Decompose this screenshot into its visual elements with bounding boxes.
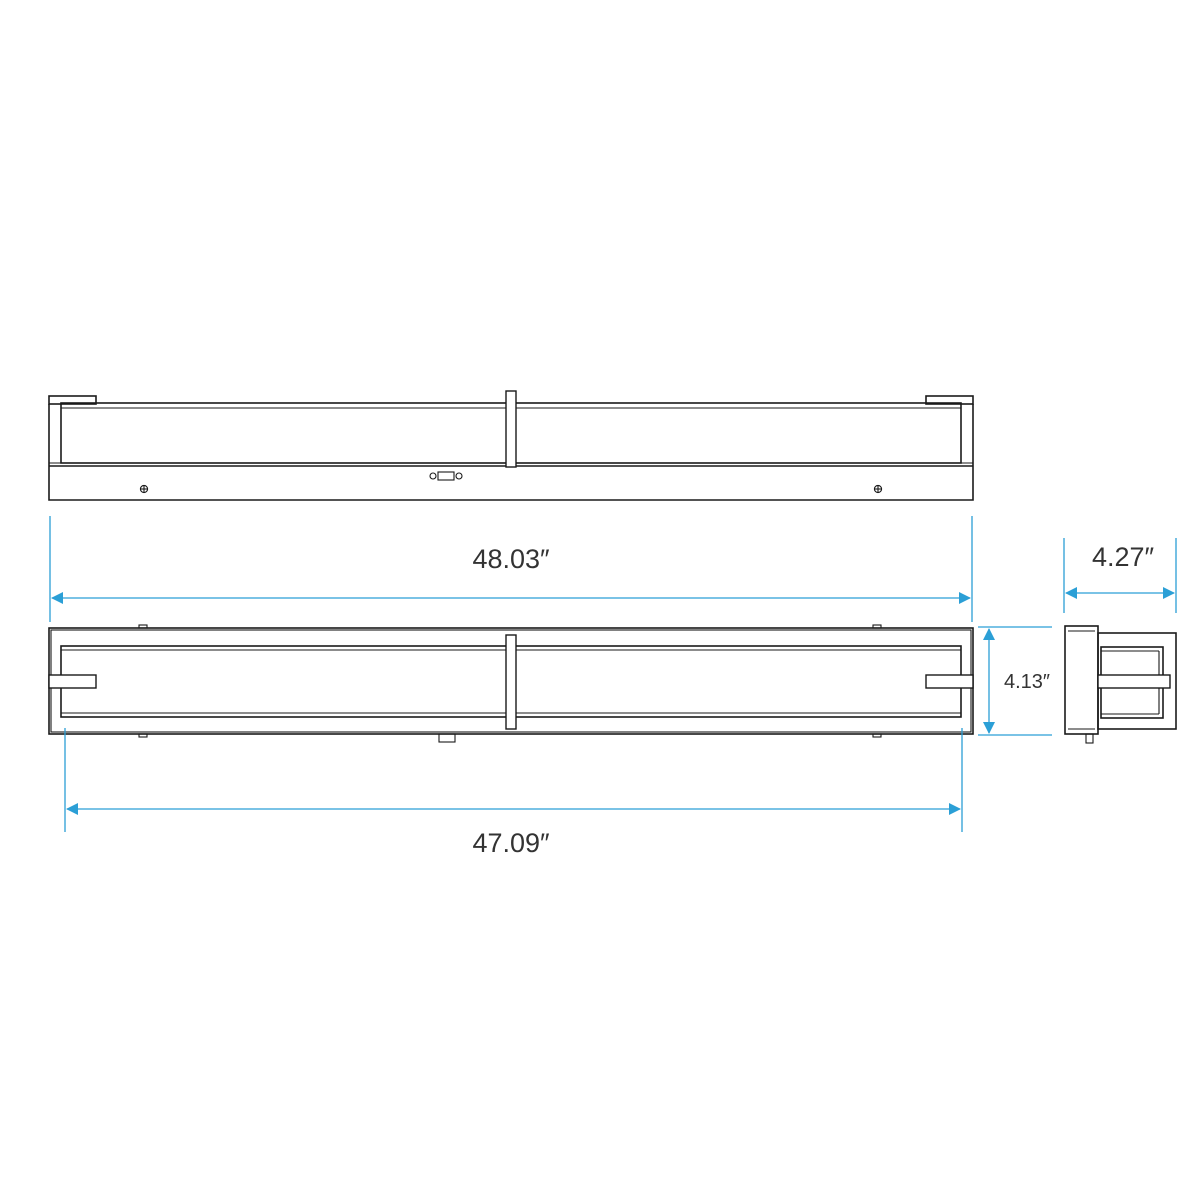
front-tab (138, 624, 148, 629)
front-view (48, 624, 974, 743)
side-arm (1097, 674, 1171, 689)
side-view (1064, 625, 1177, 744)
housing-length-dimension: 47.09″ (64, 728, 963, 858)
top-left-bracket-cap (48, 395, 97, 405)
overall-length-label: 48.03″ (472, 544, 550, 574)
housing-length-label: 47.09″ (472, 828, 550, 858)
front-left-arm (48, 674, 97, 689)
front-switch (438, 733, 456, 743)
side-backplate (1064, 625, 1099, 735)
switch-icon (429, 471, 463, 481)
top-view (48, 390, 974, 501)
depth-dimension: 4.27″ (1063, 538, 1177, 613)
front-center-bar (505, 634, 517, 730)
top-outer-frame (48, 404, 974, 501)
side-switch (1085, 733, 1094, 744)
front-tab (872, 624, 882, 629)
top-center-bar (505, 390, 517, 468)
top-right-bracket-cap (925, 395, 974, 405)
screw-icon (139, 484, 149, 494)
front-tab (872, 733, 882, 738)
overall-length-dimension: 48.03″ (49, 516, 973, 622)
height-label: 4.13″ (1004, 671, 1050, 693)
screw-icon (873, 484, 883, 494)
depth-label: 4.27″ (1092, 542, 1155, 572)
height-dimension: 4.13″ (978, 626, 1052, 736)
front-tab (138, 733, 148, 738)
front-right-arm (925, 674, 974, 689)
